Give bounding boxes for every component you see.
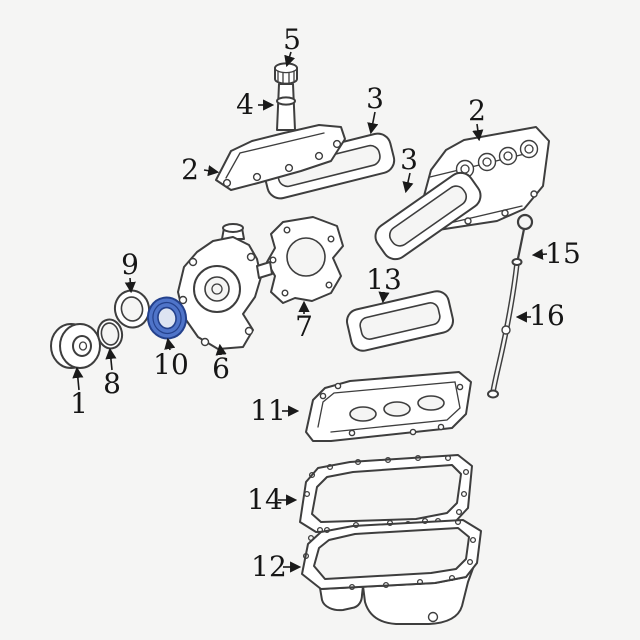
callout-5-arrow bbox=[284, 51, 295, 68]
part-spacer-plate bbox=[266, 216, 344, 304]
callout-10-arrow bbox=[164, 337, 176, 351]
callout-9-label: 9 bbox=[121, 248, 139, 281]
callout-13-arrow bbox=[378, 291, 390, 304]
callout-2-left-arrow bbox=[203, 165, 220, 177]
callout-8-label: 8 bbox=[103, 367, 121, 400]
callout-10-label: 10 bbox=[153, 348, 189, 381]
callout-labels: 5 4 3 2 2 3 9 15 13 16 7 1 8 10 6 11 14 … bbox=[70, 23, 581, 583]
callout-6-arrow bbox=[215, 343, 227, 356]
part-lower-tray bbox=[305, 371, 472, 442]
callout-3-upper-label: 3 bbox=[366, 82, 384, 115]
part-o-ring bbox=[96, 318, 124, 350]
callout-2-right-label: 2 bbox=[468, 94, 486, 127]
callout-5-label: 5 bbox=[283, 23, 301, 56]
callout-3-lower-arrow bbox=[402, 172, 414, 194]
callout-4-label: 4 bbox=[236, 88, 254, 121]
part-front-crank-seal-highlighted bbox=[146, 296, 188, 340]
callout-3-lower-label: 3 bbox=[400, 143, 418, 176]
callout-7-label: 7 bbox=[295, 310, 313, 343]
callout-15-arrow bbox=[531, 248, 548, 260]
callout-9-arrow bbox=[124, 277, 136, 294]
part-oil-filler-tube bbox=[276, 83, 296, 131]
callout-8-arrow bbox=[105, 347, 117, 371]
part-valve-cover-left bbox=[215, 124, 346, 191]
callout-2-left-label: 2 bbox=[181, 153, 199, 186]
callout-arrows bbox=[72, 51, 548, 573]
part-gasket-13 bbox=[346, 290, 454, 352]
callout-2-right-arrow bbox=[472, 123, 484, 142]
part-oil-filler-cap bbox=[274, 62, 298, 85]
callout-11-label: 11 bbox=[250, 394, 286, 427]
part-oil-pan bbox=[301, 517, 482, 625]
callout-3-upper-arrow bbox=[367, 111, 379, 135]
callout-14-label: 14 bbox=[247, 483, 283, 516]
part-timing-cover bbox=[177, 223, 273, 350]
part-dipstick-tube bbox=[487, 258, 523, 399]
callout-16-label: 16 bbox=[529, 299, 565, 332]
callout-6-label: 6 bbox=[212, 352, 230, 385]
callout-1-arrow bbox=[72, 366, 84, 391]
callout-1-label: 1 bbox=[70, 387, 88, 420]
callout-13-label: 13 bbox=[366, 263, 402, 296]
callout-15-label: 15 bbox=[545, 237, 581, 270]
callout-12-label: 12 bbox=[251, 550, 287, 583]
part-dipstick bbox=[515, 213, 534, 265]
part-crank-pulley bbox=[50, 323, 101, 369]
part-valve-cover-gasket-right bbox=[374, 171, 482, 261]
